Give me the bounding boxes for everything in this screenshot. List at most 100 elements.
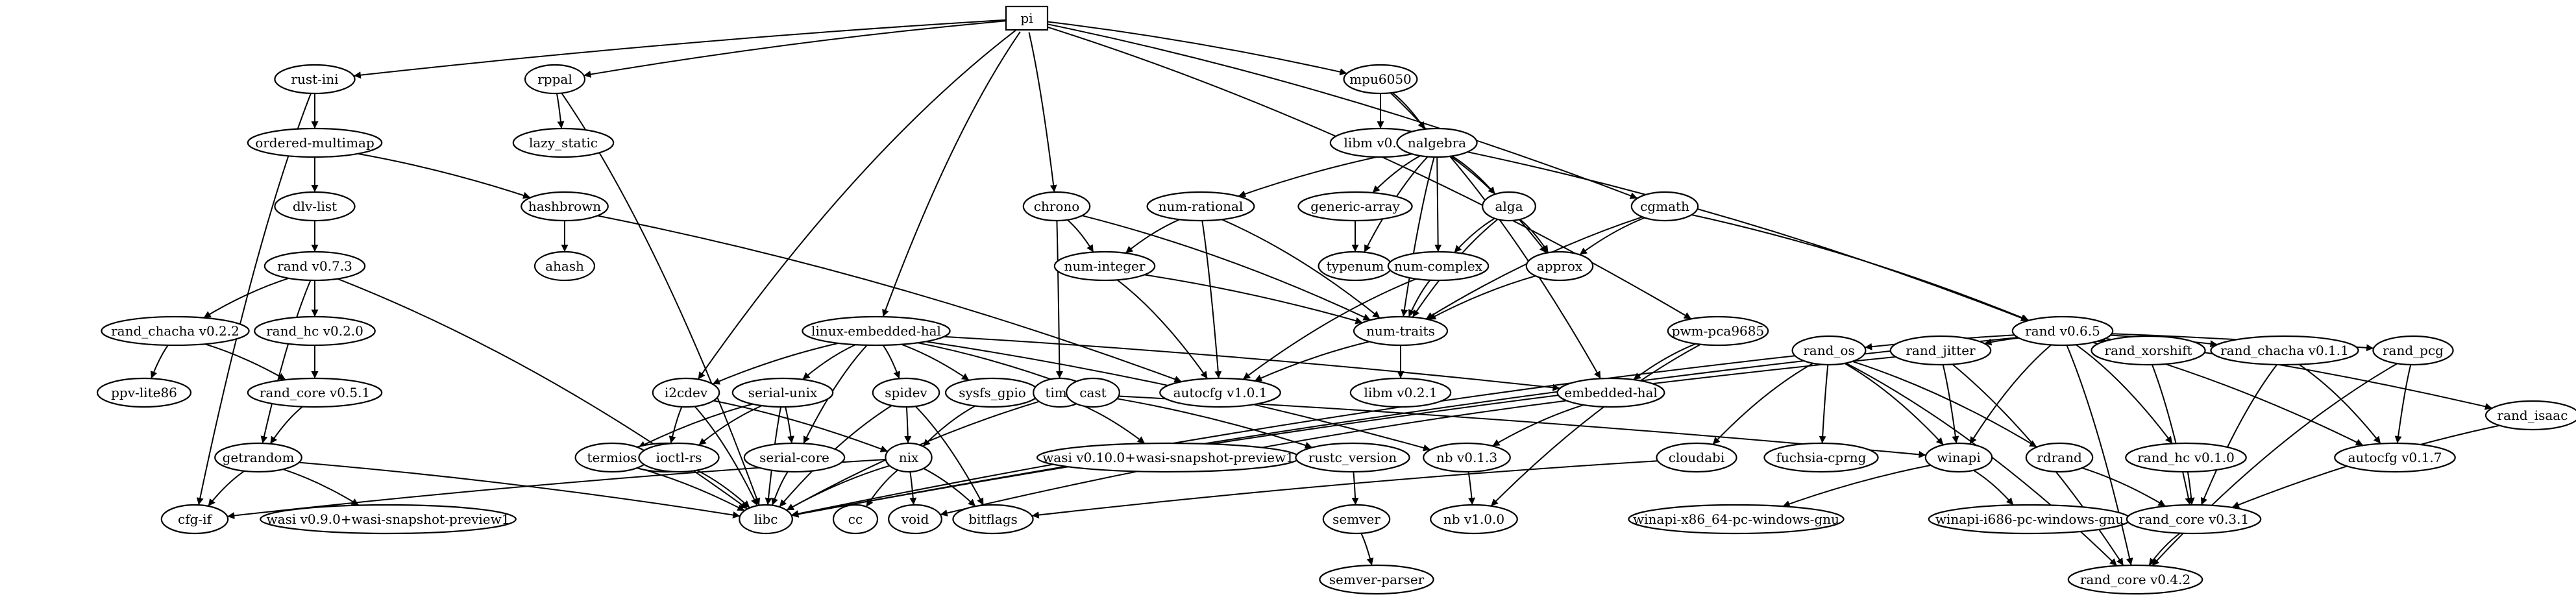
edge-rand_os-to-cloudabi xyxy=(1712,362,1813,445)
node-libc-ellipse xyxy=(739,504,793,535)
node-approx: approx xyxy=(1525,251,1594,282)
node-mpu6050-label: mpu6050 xyxy=(1349,71,1412,87)
node-nb-100-label: nb v1.0.0 xyxy=(1443,511,1504,527)
edge-pi-to-mpu6050 xyxy=(1046,21,1347,76)
node-rand_jitter-ellipse xyxy=(1889,335,1992,366)
node-dlv-list-ellipse xyxy=(274,191,356,222)
node-winapi-ellipse xyxy=(1924,442,1993,473)
node-mpu6050-ellipse xyxy=(1343,64,1418,95)
node-rust-ini: rust-ini xyxy=(274,64,356,95)
edge-num-integer-to-autocfg-101 xyxy=(1116,279,1208,380)
node-embedded-hal: embedded-hal xyxy=(1556,377,1665,408)
node-serial-unix: serial-unix xyxy=(731,377,834,408)
edge-pi-to-rust-ini xyxy=(353,19,1007,79)
node-sysfs_gpio-label: sysfs_gpio xyxy=(959,385,1026,400)
node-void-label: void xyxy=(901,511,929,527)
node-rand_chacha-022-label: rand_chacha v0.2.2 xyxy=(111,323,239,339)
node-typenum: typenum xyxy=(1318,251,1393,282)
node-cc: cc xyxy=(832,504,879,535)
edge-rand_os-to-rdrand xyxy=(1852,360,2037,448)
node-ioctl-rs-ellipse xyxy=(638,442,720,473)
node-libc-label: libc xyxy=(754,511,778,527)
edge-nix-to-bitflags xyxy=(923,467,976,507)
edge-rand_xorshift-to-rand_core-031 xyxy=(2151,364,2192,506)
node-winapi-x86_64: winapi-x86_64-pc-windows-gnu xyxy=(1628,504,1845,535)
node-rand_xorshift-label: rand_xorshift xyxy=(2104,343,2192,358)
node-cast: cast xyxy=(1066,377,1120,408)
node-getrandom-ellipse xyxy=(214,442,302,473)
node-rdrand-ellipse xyxy=(2025,442,2094,473)
node-cgmath-ellipse xyxy=(1630,191,1699,222)
node-typenum-label: typenum xyxy=(1327,258,1384,274)
node-nb-013-ellipse xyxy=(1423,442,1511,473)
edge-num-integer-to-num-traits xyxy=(1144,274,1363,324)
node-wasi-090-ellipse xyxy=(260,504,517,535)
node-serial-core-label: serial-core xyxy=(759,450,829,465)
node-libm-021-ellipse xyxy=(1349,377,1452,408)
node-rdrand: rdrand xyxy=(2025,442,2094,473)
node-generic-array-label: generic-array xyxy=(1310,199,1400,214)
node-autocfg-017-ellipse xyxy=(2334,442,2456,473)
node-bitflags-ellipse xyxy=(952,504,1034,535)
node-rand_os: rand_os xyxy=(1791,335,1867,366)
node-num-rational-ellipse xyxy=(1146,191,1255,222)
edge-rand-065-to-rand_core-042 xyxy=(2066,345,2133,566)
edge-serial-unix-to-ioctl-rs xyxy=(698,405,763,446)
node-rand_hc-020-label: rand_hc v0.2.0 xyxy=(266,323,363,339)
edge-approx-to-num-traits xyxy=(1428,275,1536,321)
node-rand_os-ellipse xyxy=(1791,335,1867,366)
node-rand_pcg-ellipse xyxy=(2372,335,2454,366)
edge-getrandom-to-cfg-if xyxy=(207,470,245,507)
node-rand_jitter: rand_jitter xyxy=(1889,335,1992,366)
edge-rand_chacha-011-to-rand_core-031 xyxy=(2200,364,2277,506)
node-rand_core-051-ellipse xyxy=(247,377,383,408)
edge-num-rational-to-num-traits xyxy=(1221,219,1380,319)
node-num-complex-label: num-complex xyxy=(1394,258,1483,274)
node-rustc_version-ellipse xyxy=(1295,442,1410,473)
node-num-traits-label: num-traits xyxy=(1366,323,1435,339)
node-wasi-090: wasi v0.9.0+wasi-snapshot-preview1 xyxy=(260,504,517,535)
edge-num-complex-to-num-traits xyxy=(1408,280,1431,317)
node-ppv-lite86-ellipse xyxy=(96,377,192,408)
node-num-integer: num-integer xyxy=(1053,251,1156,282)
node-serial-core-ellipse xyxy=(743,442,846,473)
node-semver: semver xyxy=(1322,504,1391,535)
node-semver-ellipse xyxy=(1322,504,1391,535)
node-rand_chacha-022: rand_chacha v0.2.2 xyxy=(101,315,250,347)
edge-serial-unix-to-serial-core xyxy=(785,406,794,444)
node-rand_isaac-label: rand_isaac xyxy=(2497,408,2568,423)
edge-pi-to-i2cdev xyxy=(697,29,1016,380)
edge-nalgebra-to-num-complex xyxy=(1434,156,1442,252)
node-rustc_version-label: rustc_version xyxy=(1308,450,1397,465)
edge-chrono-to-time xyxy=(1055,220,1063,379)
edge-rand_os-to-fuchsia-cprng xyxy=(1819,364,1829,444)
node-winapi-label: winapi xyxy=(1937,450,1981,465)
edge-rand_pcg-to-autocfg-017 xyxy=(2394,364,2412,444)
node-cgmath: cgmath xyxy=(1630,191,1699,222)
edge-num-rational-to-num-integer xyxy=(1125,219,1180,254)
edge-winapi-to-winapi-x86_64 xyxy=(1782,464,1932,507)
node-rand_core-031-label: rand_core v0.3.1 xyxy=(2139,511,2249,527)
node-rand_pcg: rand_pcg xyxy=(2372,335,2454,366)
edge-spidev-to-nix xyxy=(904,406,912,444)
edge-cgmath-to-rand-065 xyxy=(1691,214,2030,321)
node-termios-label: termios xyxy=(587,450,637,465)
node-embedded-hal-label: embedded-hal xyxy=(1564,385,1658,400)
node-rand_core-042-ellipse xyxy=(2067,564,2203,595)
edge-serial-core-to-libc xyxy=(771,471,789,506)
node-mpu6050: mpu6050 xyxy=(1343,64,1418,95)
node-wasi-090-label: wasi v0.9.0+wasi-snapshot-preview1 xyxy=(267,511,510,527)
node-rand_hc-010-label: rand_hc v0.1.0 xyxy=(2137,450,2235,465)
node-pwm-pca9685-ellipse xyxy=(1667,315,1769,347)
node-i2cdev: i2cdev xyxy=(652,377,720,408)
edge-linux-embedded-hal-to-serial-core xyxy=(803,345,868,444)
node-termios: termios xyxy=(574,442,650,473)
edge-hashbrown-to-autocfg-101 xyxy=(597,215,1182,383)
node-rand-065-ellipse xyxy=(2011,315,2114,347)
node-spidev-ellipse xyxy=(872,377,940,408)
node-rand_core-051: rand_core v0.5.1 xyxy=(247,377,383,408)
node-nb-100-ellipse xyxy=(1430,504,1518,535)
node-autocfg-017: autocfg v0.1.7 xyxy=(2334,442,2456,473)
node-embedded-hal-ellipse xyxy=(1556,377,1665,408)
